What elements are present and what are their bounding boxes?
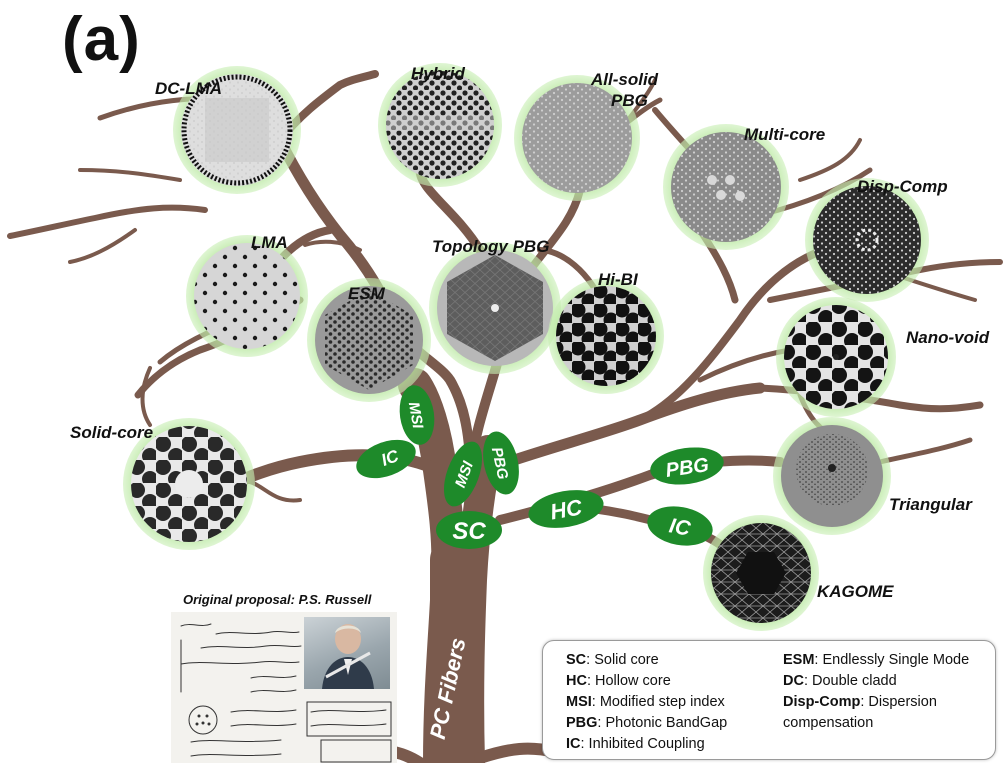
fiber-nano-void — [776, 297, 896, 417]
fiber-hi-bi — [548, 278, 664, 394]
legend-item-esm: ESM: Endlessly Single Mode — [783, 650, 969, 671]
label-topology-pbg: Topology PBG — [432, 237, 549, 257]
legend-right-column: ESM: Endlessly Single Mode DC: Double cl… — [783, 650, 969, 734]
tag-sc: SC — [452, 518, 486, 545]
legend-item-disp-comp: Disp-Comp: Dispersion — [783, 692, 969, 713]
label-disp-comp: Disp-Comp — [857, 177, 948, 197]
portrait-sketch — [304, 617, 390, 689]
legend-item-dc: DC: Double cladd — [783, 671, 969, 692]
fiber-triangular — [773, 417, 891, 535]
fiber-lma — [186, 235, 308, 357]
fiber-kagome — [703, 515, 819, 631]
label-dc-lma: DC-LMA — [155, 79, 222, 99]
proposal-title: Original proposal: P.S. Russell — [183, 592, 371, 607]
label-esm: ESM — [348, 284, 385, 304]
fiber-topology-pbg — [429, 242, 561, 374]
label-all-solid-line1: All-solid — [591, 70, 658, 90]
legend-item-ic: IC: Inhibited Coupling — [566, 734, 727, 755]
label-hybrid: Hybrid — [411, 64, 465, 84]
legend-left-column: SC: Solid core HC: Hollow core MSI: Modi… — [566, 650, 727, 755]
legend-item-sc: SC: Solid core — [566, 650, 727, 671]
label-lma: LMA — [251, 233, 288, 253]
legend-box: SC: Solid core HC: Hollow core MSI: Modi… — [542, 640, 996, 760]
label-all-solid-line2: PBG — [611, 91, 648, 111]
label-multi-core: Multi-core — [744, 125, 825, 145]
label-triangular: Triangular — [889, 495, 972, 515]
russell-photo — [304, 617, 390, 689]
label-kagome: KAGOME — [817, 582, 894, 602]
panel-label: (a) — [62, 4, 141, 75]
label-nano-void: Nano-void — [906, 328, 989, 348]
label-solid-core: Solid-core — [70, 423, 153, 443]
legend-item-disp-comp-cont: compensation — [783, 713, 969, 734]
legend-item-msi: MSI: Modified step index — [566, 692, 727, 713]
label-hi-bi: Hi-BI — [598, 270, 638, 290]
legend-item-hc: HC: Hollow core — [566, 671, 727, 692]
legend-item-pbg: PBG: Photonic BandGap — [566, 713, 727, 734]
